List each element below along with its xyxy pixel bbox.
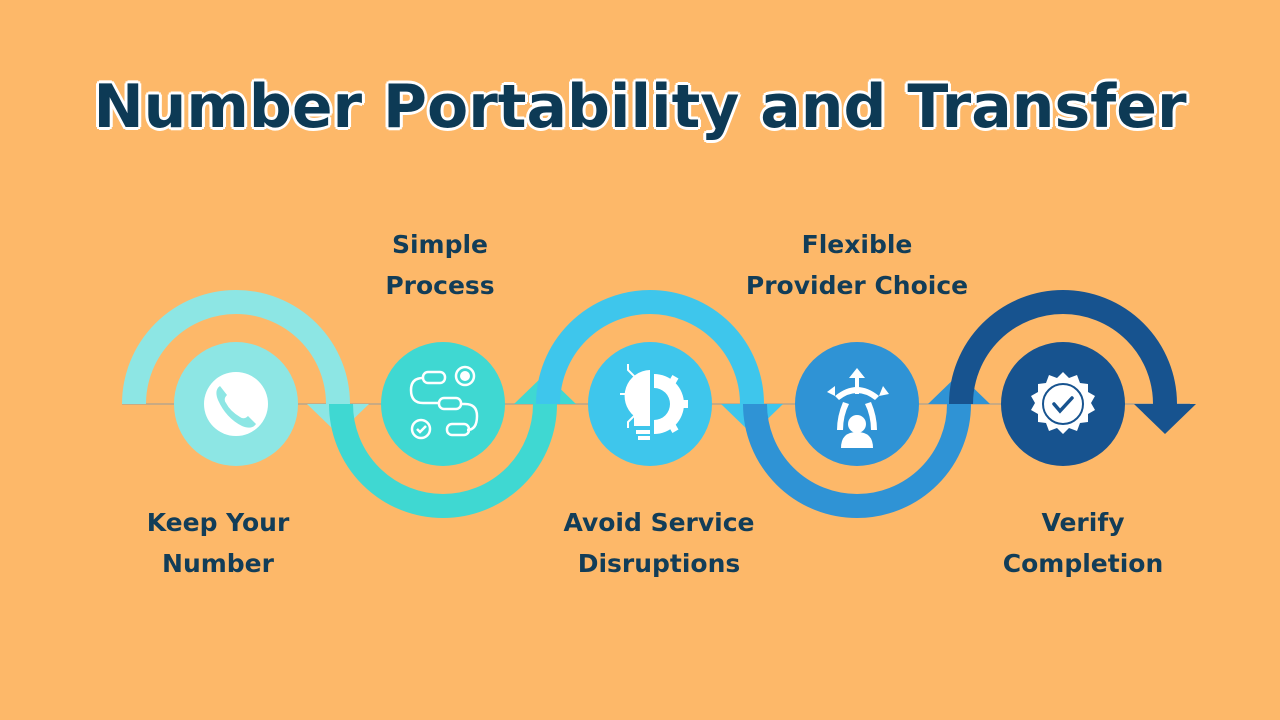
arc-arrow-4	[743, 403, 971, 518]
process-flow-icon	[409, 365, 479, 440]
step-node-5	[1001, 342, 1125, 466]
phone-icon	[204, 372, 268, 436]
check-badge-icon	[1031, 372, 1095, 434]
step-node-1	[174, 342, 298, 466]
step-circle	[381, 342, 505, 466]
page-title: Number Portability and Transfer	[93, 72, 1187, 142]
arrowhead-5	[1134, 404, 1196, 434]
arc-arrow-2	[329, 403, 557, 518]
step-node-4	[795, 342, 919, 466]
step-node-2	[381, 342, 505, 466]
arc-arrow-3	[536, 290, 764, 405]
arc-arrow-1	[122, 290, 350, 405]
step-node-3	[588, 342, 712, 466]
step-circle	[795, 342, 919, 466]
choice-arrows-icon	[827, 368, 889, 448]
arc-arrow-5	[949, 290, 1177, 405]
bulb-gear-icon	[620, 364, 688, 440]
